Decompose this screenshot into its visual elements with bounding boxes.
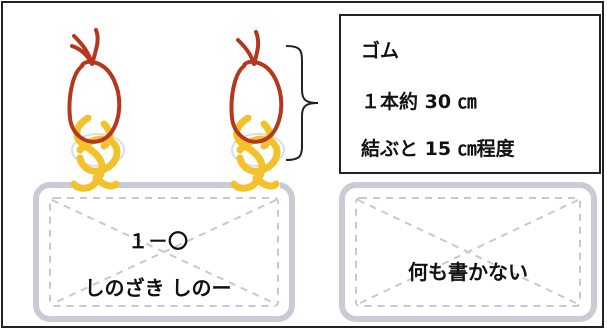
class-label: １－〇 [128, 229, 188, 253]
name-label: しのざき しのー [84, 276, 232, 300]
right-blank-card [339, 182, 597, 322]
curly-brace [285, 45, 319, 161]
tied-length-label: 結ぶと 15 ㎝程度 [361, 138, 515, 160]
right-rubber-band-loop [229, 30, 285, 192]
rubber-band-info-box: ゴム １本約 30 ㎝ 結ぶと 15 ㎝程度 [339, 14, 601, 174]
left-rubber-band-loop [67, 28, 125, 192]
band-length-label: １本約 30 ㎝ [361, 91, 477, 113]
rubber-label: ゴム [361, 40, 400, 62]
blank-card-note: 何も書かない [408, 260, 528, 284]
left-name-card [33, 182, 295, 322]
